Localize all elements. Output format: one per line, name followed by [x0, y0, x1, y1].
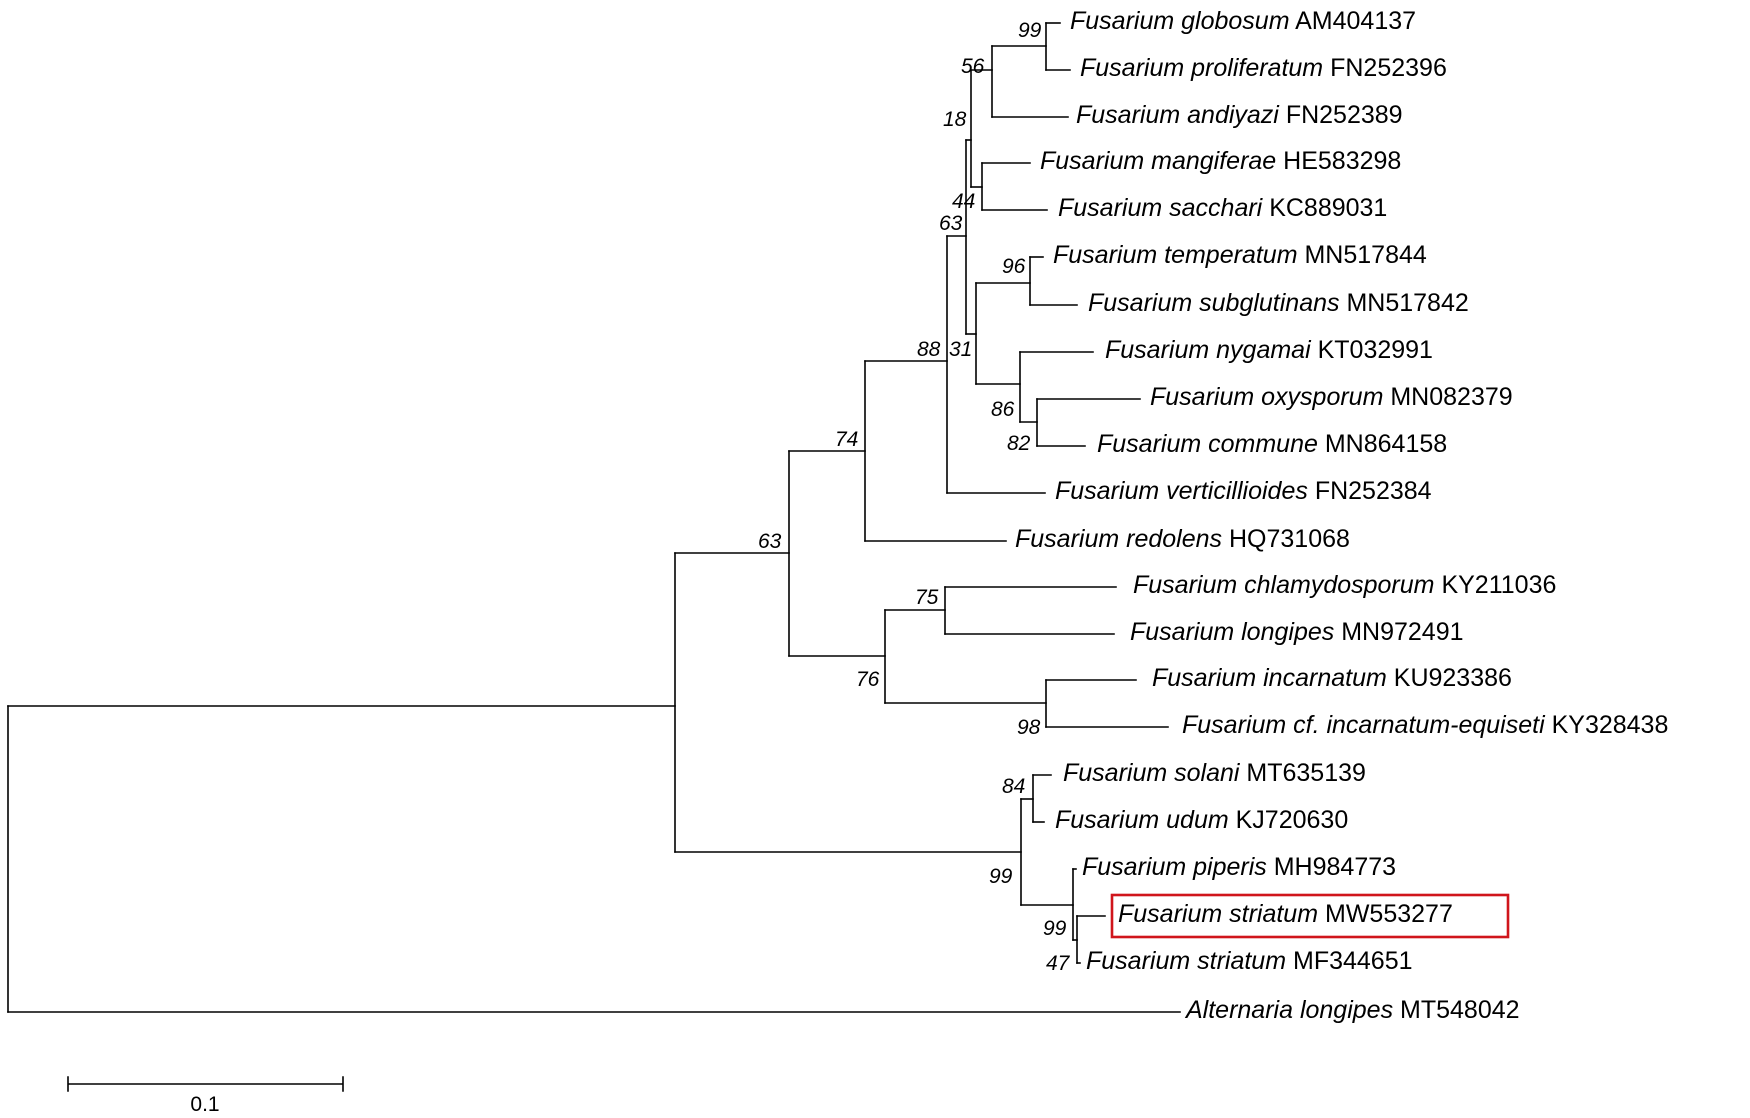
taxon-label: Fusarium proliferatum FN252396 — [1080, 54, 1447, 82]
taxon-label: Fusarium globosum AM404137 — [1070, 7, 1416, 35]
bootstrap-value: 56 — [961, 55, 985, 78]
bootstrap-values: 99 56 18 44 63 96 31 88 86 82 74 63 75 9… — [758, 19, 1071, 975]
bootstrap-value: 99 — [1018, 19, 1042, 42]
taxon-label: Fusarium cf. incarnatum-equiseti KY32843… — [1182, 711, 1668, 739]
tree-branches — [7, 22, 1181, 1013]
taxon-label: Fusarium nygamai KT032991 — [1105, 336, 1433, 364]
bootstrap-value: 44 — [952, 190, 975, 213]
bootstrap-value: 47 — [1046, 952, 1071, 975]
taxon-label: Fusarium piperis MH984773 — [1082, 853, 1396, 881]
bootstrap-value: 82 — [1007, 432, 1031, 455]
taxon-label: Fusarium mangiferae HE583298 — [1040, 147, 1401, 175]
taxon-label: Fusarium longipes MN972491 — [1130, 618, 1464, 646]
bootstrap-value: 75 — [915, 586, 939, 609]
bootstrap-value: 76 — [856, 668, 880, 691]
bootstrap-value: 98 — [1017, 716, 1041, 739]
bootstrap-value: 88 — [917, 338, 941, 361]
bootstrap-value: 84 — [1002, 775, 1025, 798]
bootstrap-value: 63 — [758, 530, 782, 553]
bootstrap-value: 99 — [1043, 917, 1067, 940]
bootstrap-value: 74 — [835, 428, 858, 451]
taxon-label: Fusarium oxysporum MN082379 — [1150, 383, 1513, 411]
taxon-label: Fusarium striatum MF344651 — [1086, 947, 1413, 975]
taxon-label: Fusarium temperatum MN517844 — [1053, 241, 1427, 269]
taxon-label: Fusarium subglutinans MN517842 — [1088, 289, 1469, 317]
scale-bar: 0.1 — [67, 1076, 344, 1116]
bootstrap-value: 96 — [1002, 255, 1026, 278]
taxon-label: Fusarium sacchari KC889031 — [1058, 194, 1387, 222]
highlight-box — [1110, 893, 1510, 939]
taxon-label: Fusarium udum KJ720630 — [1055, 806, 1348, 834]
taxon-label: Fusarium incarnatum KU923386 — [1152, 664, 1512, 692]
taxon-labels: Fusarium globosum AM404137 Fusarium prol… — [1015, 7, 1668, 1024]
bootstrap-value: 18 — [943, 108, 967, 131]
taxon-label: Fusarium redolens HQ731068 — [1015, 525, 1350, 553]
taxon-label: Fusarium commune MN864158 — [1097, 430, 1447, 458]
taxon-label-outgroup: Alternaria longipes MT548042 — [1184, 996, 1520, 1024]
bootstrap-value: 63 — [939, 212, 963, 235]
taxon-label-highlighted: Fusarium striatum MW553277 — [1118, 900, 1453, 928]
bootstrap-value: 99 — [989, 865, 1013, 888]
taxon-label: Fusarium verticillioides FN252384 — [1055, 477, 1432, 505]
bootstrap-value: 86 — [991, 398, 1015, 421]
bootstrap-value: 31 — [949, 338, 972, 361]
taxon-label: Fusarium andiyazi FN252389 — [1076, 101, 1403, 129]
scale-bar-line — [67, 1076, 344, 1092]
scale-bar-label: 0.1 — [190, 1093, 219, 1116]
taxon-label: Fusarium solani MT635139 — [1063, 759, 1366, 787]
taxon-label: Fusarium chlamydosporum KY211036 — [1133, 571, 1556, 599]
